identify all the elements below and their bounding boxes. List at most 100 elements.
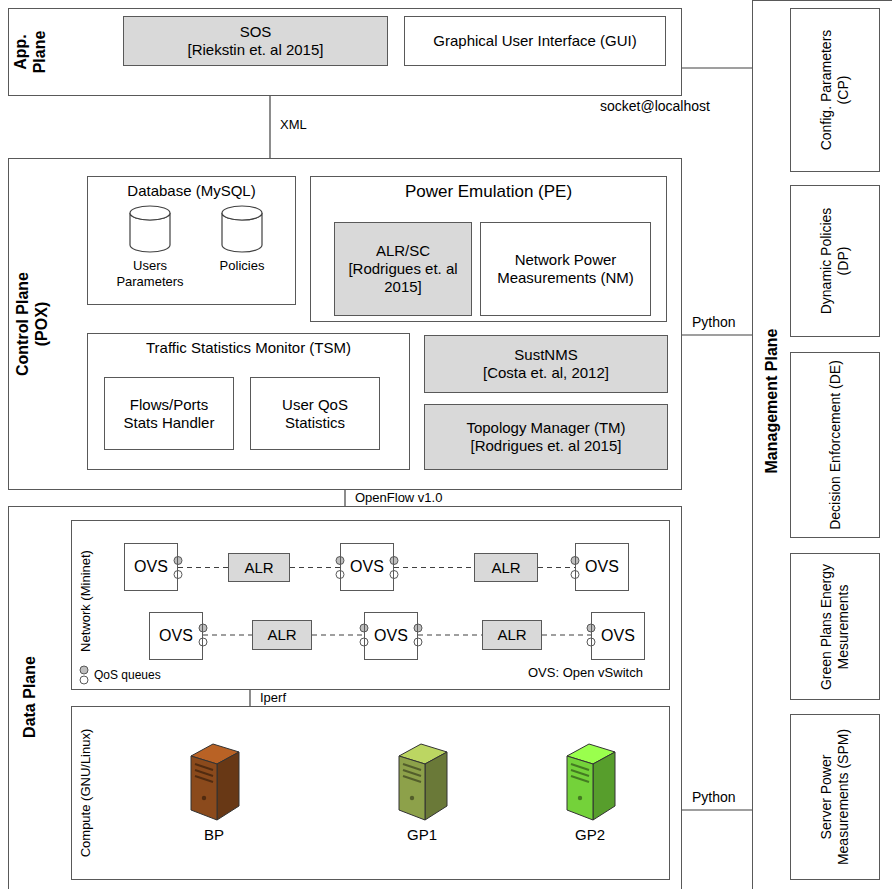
cylinder-icon — [127, 204, 173, 254]
qos-queue-dot — [174, 571, 182, 579]
server-icon: GP1 — [380, 740, 464, 858]
node-title: OVS — [134, 557, 168, 576]
interface-line — [682, 334, 752, 335]
interface-label: Iperf — [258, 691, 288, 705]
switch-box: OVS — [124, 543, 178, 591]
node-title: ALR — [497, 626, 526, 644]
node-title: OVS — [350, 557, 384, 576]
component-box: Graphical User Interface (GUI) — [404, 16, 666, 66]
server-icon-drawing — [183, 740, 245, 822]
node-title: Database (MySQL) — [127, 182, 255, 200]
node-title: Power Emulation (PE) — [405, 182, 572, 202]
alr-box: ALR — [474, 553, 538, 582]
link-line — [538, 567, 575, 568]
link-line — [542, 634, 591, 635]
switch-box: OVS — [340, 543, 394, 591]
component-box: ALR/SC[Rodrigues et. al 2015] — [334, 222, 472, 316]
management-box: Green Plans Energy Mesurements — [790, 553, 880, 700]
node-title: Config. Parameters (CP) — [818, 15, 852, 165]
link-line — [203, 634, 252, 635]
node-title: Network (Mininet) — [78, 536, 94, 666]
server-icon: BP — [172, 740, 256, 858]
qos-queue-dot — [174, 557, 182, 565]
interface-line — [269, 96, 270, 158]
alr-box: ALR — [228, 553, 290, 582]
node-title: OVS — [585, 557, 619, 576]
node-citation: [Rodrigues et. al 2015] — [341, 260, 465, 296]
link-line — [312, 634, 364, 635]
node-title: Graphical User Interface (GUI) — [433, 32, 636, 50]
interface-line — [682, 809, 752, 810]
legend-entry: QoS queues — [78, 664, 161, 686]
qos-queue-dot — [390, 557, 398, 565]
node-title: Topology Manager (TM) — [466, 419, 625, 437]
node-title: Server Power Measurements (SPM) — [818, 721, 852, 873]
node-title: OVS — [601, 626, 635, 645]
link-line — [290, 567, 340, 568]
node-title: Traffic Statistics Monitor (TSM) — [146, 339, 351, 357]
node-title: App. Plane — [11, 21, 49, 83]
note-label: OVS: Open vSwitch — [528, 665, 643, 680]
interface-line — [344, 490, 345, 506]
qos-queue-dot — [199, 624, 207, 632]
component-box: SOS[Riekstin et. al 2015] — [123, 16, 388, 66]
node-title: SustNMS — [514, 346, 577, 364]
switch-box: OVS — [364, 612, 418, 660]
node-title: Dynamic Policies (DP) — [818, 192, 852, 330]
server-icon: GP2 — [548, 740, 632, 858]
interface-label: socket@localhost — [598, 99, 712, 113]
component-box: Flows/Ports Stats Handler — [104, 377, 234, 450]
module-box: ALR/SC[Rodrigues et. al 2015] Network Pow… — [310, 176, 667, 322]
legend-text: QoS queues — [94, 668, 161, 682]
component-box: Topology Manager (TM)[Rodrigues et. al 2… — [424, 404, 668, 470]
node-citation: [Costa et. al, 2012] — [483, 364, 609, 382]
switch-box: OVS — [149, 612, 203, 660]
interface-label: OpenFlow v1.0 — [353, 491, 444, 505]
node-title: Decision Enforcement (DE) — [827, 359, 844, 531]
switch-box: OVS — [591, 612, 645, 660]
node-title: BP — [204, 826, 224, 844]
node-title: Compute (GNU/Linux) — [78, 718, 94, 868]
link-line — [178, 567, 228, 568]
component-box: User QoS Statistics — [250, 377, 380, 450]
node-title: GP1 — [407, 826, 437, 844]
database-box: Users Parameters Policies Database (MySQL) — [87, 176, 296, 305]
qos-queue-dot — [414, 624, 422, 632]
node-title: Policies — [220, 258, 265, 274]
node-title: Data Plane — [20, 597, 39, 797]
database-cylinder: Users Parameters — [112, 204, 188, 298]
node-title: ALR/SC — [376, 242, 430, 260]
qos-queue-dot — [414, 638, 422, 646]
node-title: GP2 — [575, 826, 605, 844]
node-title: Flows/Ports Stats Handler — [111, 396, 227, 432]
plane-band: SOS[Riekstin et. al 2015] Graphical User … — [8, 8, 682, 96]
node-title: Users Parameters — [112, 258, 188, 289]
node-title: Green Plans Energy Mesurements — [818, 560, 852, 693]
interface-line — [249, 690, 250, 706]
link-line — [418, 634, 482, 635]
switch-box: OVS — [575, 543, 629, 591]
node-title: ALR — [267, 626, 296, 644]
node-citation: [Rodrigues et. al 2015] — [471, 437, 622, 455]
compute-box: BP GP1 GP2 Compute (GNU/Linux) — [71, 706, 670, 880]
server-icon-drawing — [559, 740, 621, 822]
component-box: Network Power Measurements (NM) — [480, 222, 651, 316]
database-cylinder: Policies — [204, 204, 280, 298]
node-title: Network Power Measurements (NM) — [487, 251, 644, 287]
qos-queue-dot — [199, 638, 207, 646]
interface-label: Python — [690, 790, 738, 804]
plane-band: Users Parameters Policies Database (MySQL)… — [8, 158, 682, 490]
node-title: ALR — [491, 559, 520, 577]
alr-box: ALR — [482, 620, 542, 650]
node-title: User QoS Statistics — [257, 396, 373, 432]
node-title: Control Plane (POX) — [13, 270, 51, 378]
qos-queue-dot — [390, 571, 398, 579]
link-line — [394, 567, 474, 568]
management-box: Dynamic Policies (DP) — [790, 185, 880, 337]
component-box: SustNMS[Costa et. al, 2012] — [424, 335, 668, 393]
plane-band: Config. Parameters (CP) Dynamic Policies … — [752, 0, 892, 889]
node-title: OVS — [374, 626, 408, 645]
node-title: SOS — [240, 23, 272, 41]
interface-line — [682, 67, 752, 68]
interface-label: XML — [278, 118, 309, 132]
